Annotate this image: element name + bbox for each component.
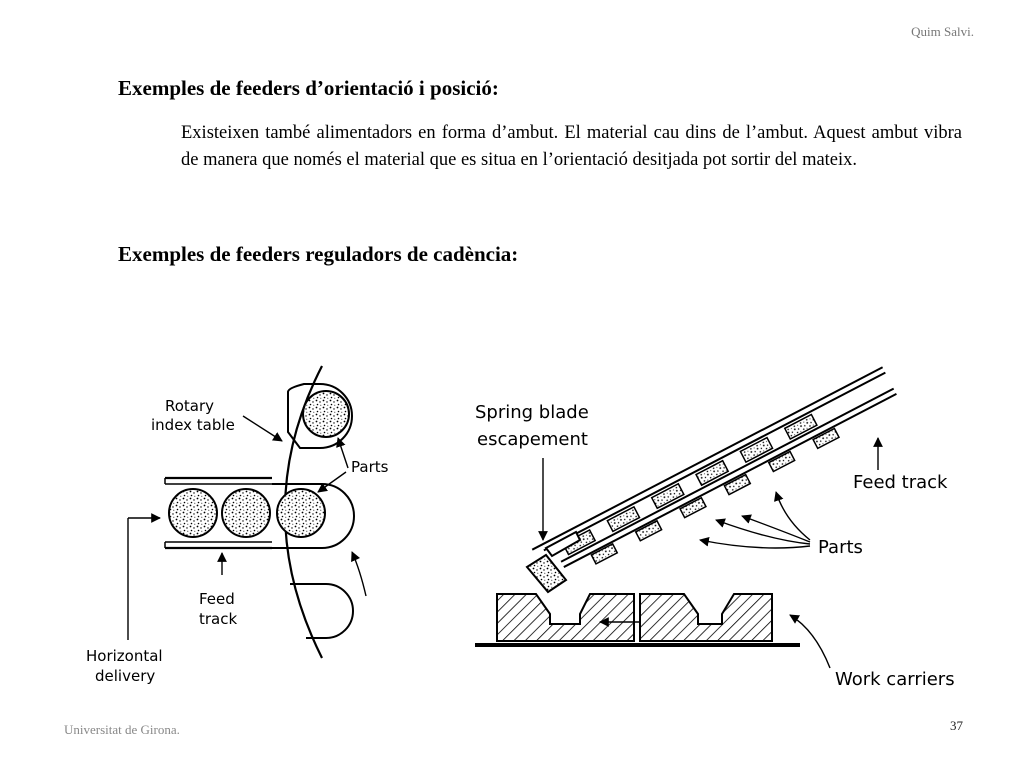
label-track: track [199,610,237,628]
section-paragraph: Existeixen també alimentadors en forma d… [181,123,962,170]
label-feed: Feed [199,590,235,608]
label-work-carriers: Work carriers [835,669,955,690]
label-parts-right: Parts [818,537,863,558]
section-heading-orientation: Exemples de feeders d’orientació i posic… [118,76,499,100]
footer-institution: Universitat de Girona. [64,722,180,737]
label-index-table: index table [151,416,235,434]
label-parts-left: Parts [351,458,389,476]
spring-blade-escapement-figure [475,366,897,669]
label-delivery: delivery [95,667,155,685]
label-horizontal: Horizontal [86,647,163,665]
label-feed-track: Feed track [853,472,948,493]
rotary-index-table-figure [127,365,367,659]
label-escapement: escapement [477,429,588,450]
label-rotary: Rotary [165,397,214,415]
page-number: 37 [950,718,963,733]
author-header: Quim Salvi. [911,24,974,39]
section-heading-cadence: Exemples de feeders reguladors de cadènc… [118,242,519,266]
label-spring-blade: Spring blade [475,402,589,423]
